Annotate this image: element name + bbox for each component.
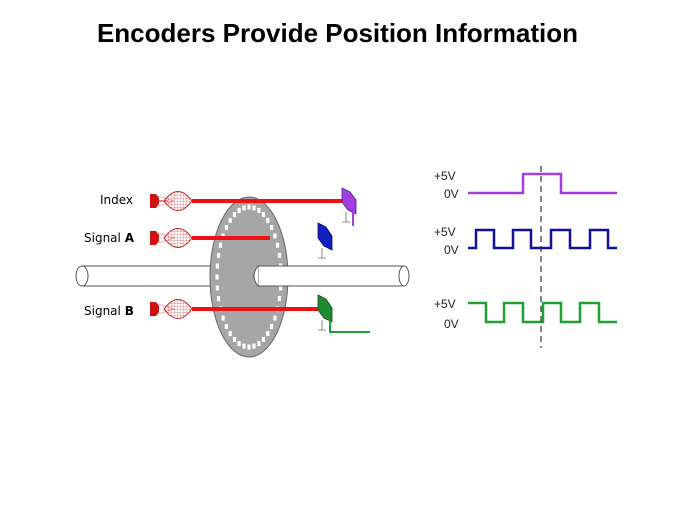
signal-b-label-letter: B <box>124 304 134 318</box>
index-emitter <box>150 191 193 211</box>
disk-slot <box>277 296 281 302</box>
disk-slot <box>266 331 270 337</box>
disk-slot <box>232 212 237 218</box>
disk-slot <box>228 217 232 223</box>
disk-slot <box>257 207 261 213</box>
shaft-right <box>253 265 410 287</box>
disk-slot <box>242 205 246 211</box>
index-low-label: 0V <box>444 187 459 201</box>
disk-slot <box>217 252 221 258</box>
disk-slot <box>266 217 270 223</box>
disk-slot <box>221 233 225 239</box>
disk-slot <box>273 233 277 239</box>
disk-slot <box>215 285 219 291</box>
disk-slot <box>279 285 283 291</box>
signal-b-low-label: 0V <box>444 317 459 331</box>
disk-slot <box>252 343 256 349</box>
disk-slot <box>215 274 219 280</box>
signal-a-label-letter: A <box>124 231 134 245</box>
disk-slot <box>257 341 261 347</box>
signal-a-label-prefix: Signal <box>84 231 125 245</box>
index-waveform <box>468 172 617 195</box>
disk-slot <box>237 207 241 213</box>
disk-slot <box>217 296 221 302</box>
disk-slot <box>224 225 228 230</box>
signal-a-sensor <box>317 222 333 259</box>
disk-slot <box>224 324 228 329</box>
disk-slot <box>232 336 237 342</box>
disk-slot <box>277 252 281 258</box>
disk-slot <box>228 331 232 337</box>
signal-b-waveform <box>468 301 617 324</box>
index-high-label: +5V <box>434 169 456 183</box>
signal-a-label: Signal A <box>84 231 134 245</box>
disk-slot <box>215 263 219 269</box>
disk-slot <box>270 225 274 230</box>
light-beams <box>192 199 345 311</box>
disk-slot <box>237 341 241 347</box>
waveform-labels: +5V 0V +5V 0V +5V 0V <box>434 169 459 331</box>
disk-slot <box>261 336 266 342</box>
signal-b-label-prefix: Signal <box>84 304 125 318</box>
disk-slot <box>270 324 274 329</box>
signal-a-waveform <box>468 228 617 250</box>
signal-a-low-label: 0V <box>444 243 459 257</box>
disk-slot <box>247 344 251 350</box>
shaft <box>75 265 233 287</box>
index-label-text: Index <box>100 193 134 207</box>
disk-slot <box>218 242 223 248</box>
signal-a-emitter <box>150 228 193 248</box>
slide-title: Encoders Provide Position Information <box>96 18 579 48</box>
signal-b-emitter <box>150 299 193 319</box>
signal-a-high-label: +5V <box>434 225 456 239</box>
signal-b-high-label: +5V <box>434 297 456 311</box>
disk-slot <box>261 212 266 218</box>
index-label: Index <box>100 193 133 207</box>
signal-b-sensor <box>317 294 370 333</box>
disk-slot <box>247 204 251 210</box>
disk-slot <box>252 205 256 211</box>
disk-slot <box>273 315 277 321</box>
disk-slot <box>275 242 280 248</box>
disk-slot <box>221 315 225 321</box>
signal-b-label: Signal B <box>84 304 134 318</box>
index-sensor <box>341 187 357 226</box>
disk-slot <box>242 343 246 349</box>
